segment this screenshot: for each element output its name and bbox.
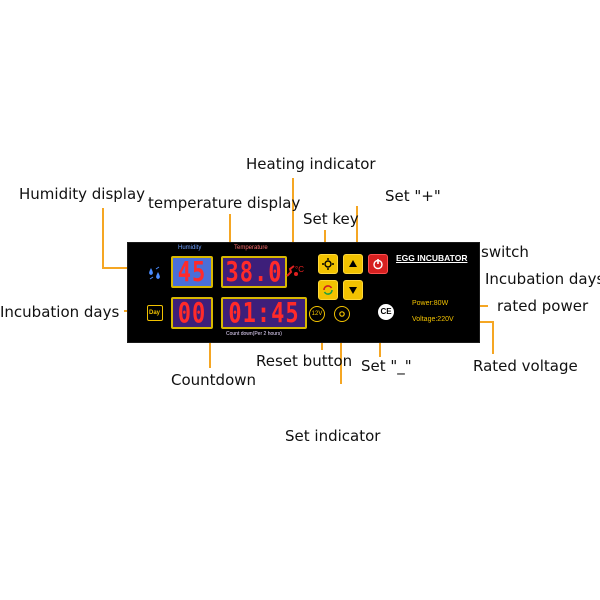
humidity-icon	[147, 266, 163, 282]
label-set-plus: Set "+"	[385, 187, 441, 205]
refresh-icon	[323, 285, 333, 295]
temperature-value: 38.0	[225, 256, 283, 288]
label-temperature-display: temperature display	[148, 194, 301, 212]
gear-small-icon	[339, 311, 345, 317]
humidity-display: 45	[171, 256, 213, 288]
power-switch-button[interactable]	[368, 254, 388, 274]
celsius-symbol: °C	[295, 265, 304, 274]
label-rated-power: rated power	[497, 297, 589, 315]
arrow-down-icon	[349, 287, 357, 294]
set-key-button[interactable]	[318, 254, 338, 274]
set-indicator-icon	[334, 306, 350, 322]
temperature-label: Temperature	[234, 245, 268, 251]
label-humidity-display: Humidity display	[19, 185, 146, 203]
countdown-display: 01:45	[221, 297, 307, 329]
temperature-display: 38.0	[221, 256, 287, 288]
rated-voltage-text: Voltage:220V	[412, 316, 454, 323]
label-reset-button: Reset button	[256, 352, 353, 370]
control-panel: Humidity Temperature 45 38.0 °C	[127, 242, 480, 343]
incubation-days-value: 00	[177, 297, 207, 329]
fan-indicator-icon: 12V	[309, 306, 325, 322]
rated-power-text: Power:80W	[412, 300, 449, 307]
humidity-label: Humidity	[178, 245, 202, 251]
heating-indicator-icon	[285, 263, 301, 279]
label-incubation-days-right: Incubation days	[485, 270, 600, 288]
label-set-key: Set key	[303, 210, 359, 228]
gear-icon	[322, 258, 334, 270]
ce-mark: CE	[378, 304, 394, 320]
countdown-value: 01:45	[228, 297, 300, 329]
arrow-up-icon	[349, 260, 357, 267]
label-heating-indicator: Heating indicator	[246, 155, 376, 173]
label-set-indicator: Set indicator	[285, 427, 381, 445]
set-minus-button[interactable]	[343, 280, 363, 300]
set-plus-button[interactable]	[343, 254, 363, 274]
brand-text: EGG INCUBATOR	[396, 253, 468, 263]
label-set-minus: Set "_"	[361, 357, 412, 375]
label-incubation-days-left: Incubation days	[0, 303, 120, 321]
humidity-value: 45	[177, 256, 207, 288]
day-icon: Day	[147, 305, 163, 321]
countdown-caption: Count down(Per 2 hours)	[226, 331, 282, 337]
label-rated-voltage: Rated voltage	[473, 357, 578, 375]
incubation-days-display: 00	[171, 297, 213, 329]
power-icon	[373, 259, 383, 270]
reset-button[interactable]	[318, 280, 338, 300]
label-switch: switch	[481, 243, 529, 261]
label-countdown: Countdown	[171, 371, 257, 389]
